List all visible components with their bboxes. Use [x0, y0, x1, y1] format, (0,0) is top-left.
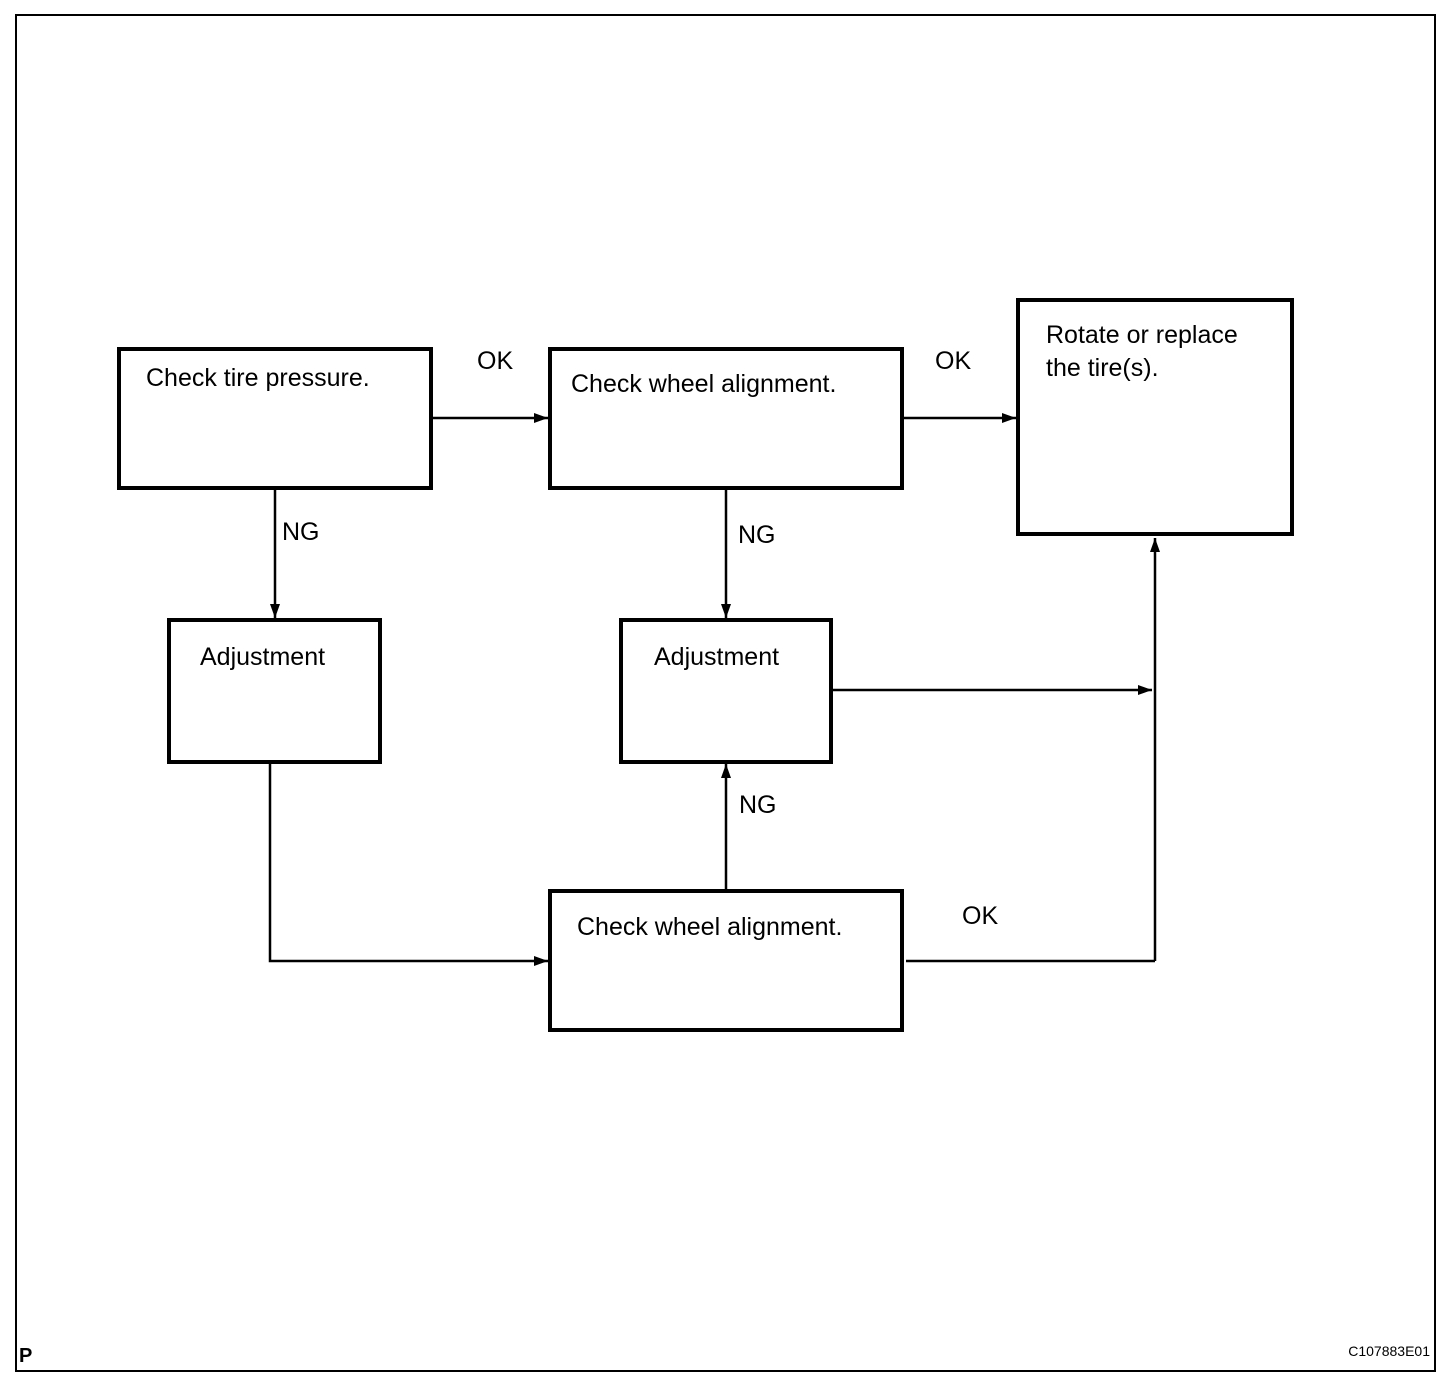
diagram-frame [15, 14, 1436, 1372]
corner-mark: P [19, 1345, 33, 1367]
node-check-wheel-alignment-top [548, 347, 904, 490]
edge-adjust-left-to-bottom [268, 764, 548, 966]
edge-label-ok: OK [935, 347, 972, 375]
node-adjustment-left [167, 618, 382, 764]
node-adjustment-left-label: Adjustment [200, 643, 326, 671]
node-adjustment-middle [619, 618, 833, 764]
figure-code: C107883E01 [1348, 1343, 1430, 1359]
edge-label-ok: OK [477, 347, 514, 375]
node-rotate-replace [1016, 298, 1294, 536]
node-adjustment-middle-label: Adjustment [654, 643, 780, 671]
edge-label-ng: NG [739, 791, 777, 819]
node-rotate-replace-label: Rotate or replace the tire(s). [1046, 321, 1238, 382]
edge-label-ok: OK [962, 902, 999, 930]
node-check-wheel-alignment-top-label: Check wheel alignment. [571, 370, 837, 398]
node-check-wheel-alignment-bottom [548, 889, 904, 1032]
edge-label-ng: NG [282, 518, 320, 546]
node-check-tire-pressure-label: Check tire pressure. [146, 364, 370, 392]
node-check-wheel-alignment-bottom-label: Check wheel alignment. [577, 913, 843, 941]
node-check-tire-pressure [117, 347, 433, 490]
edge-label-ng: NG [738, 521, 776, 549]
